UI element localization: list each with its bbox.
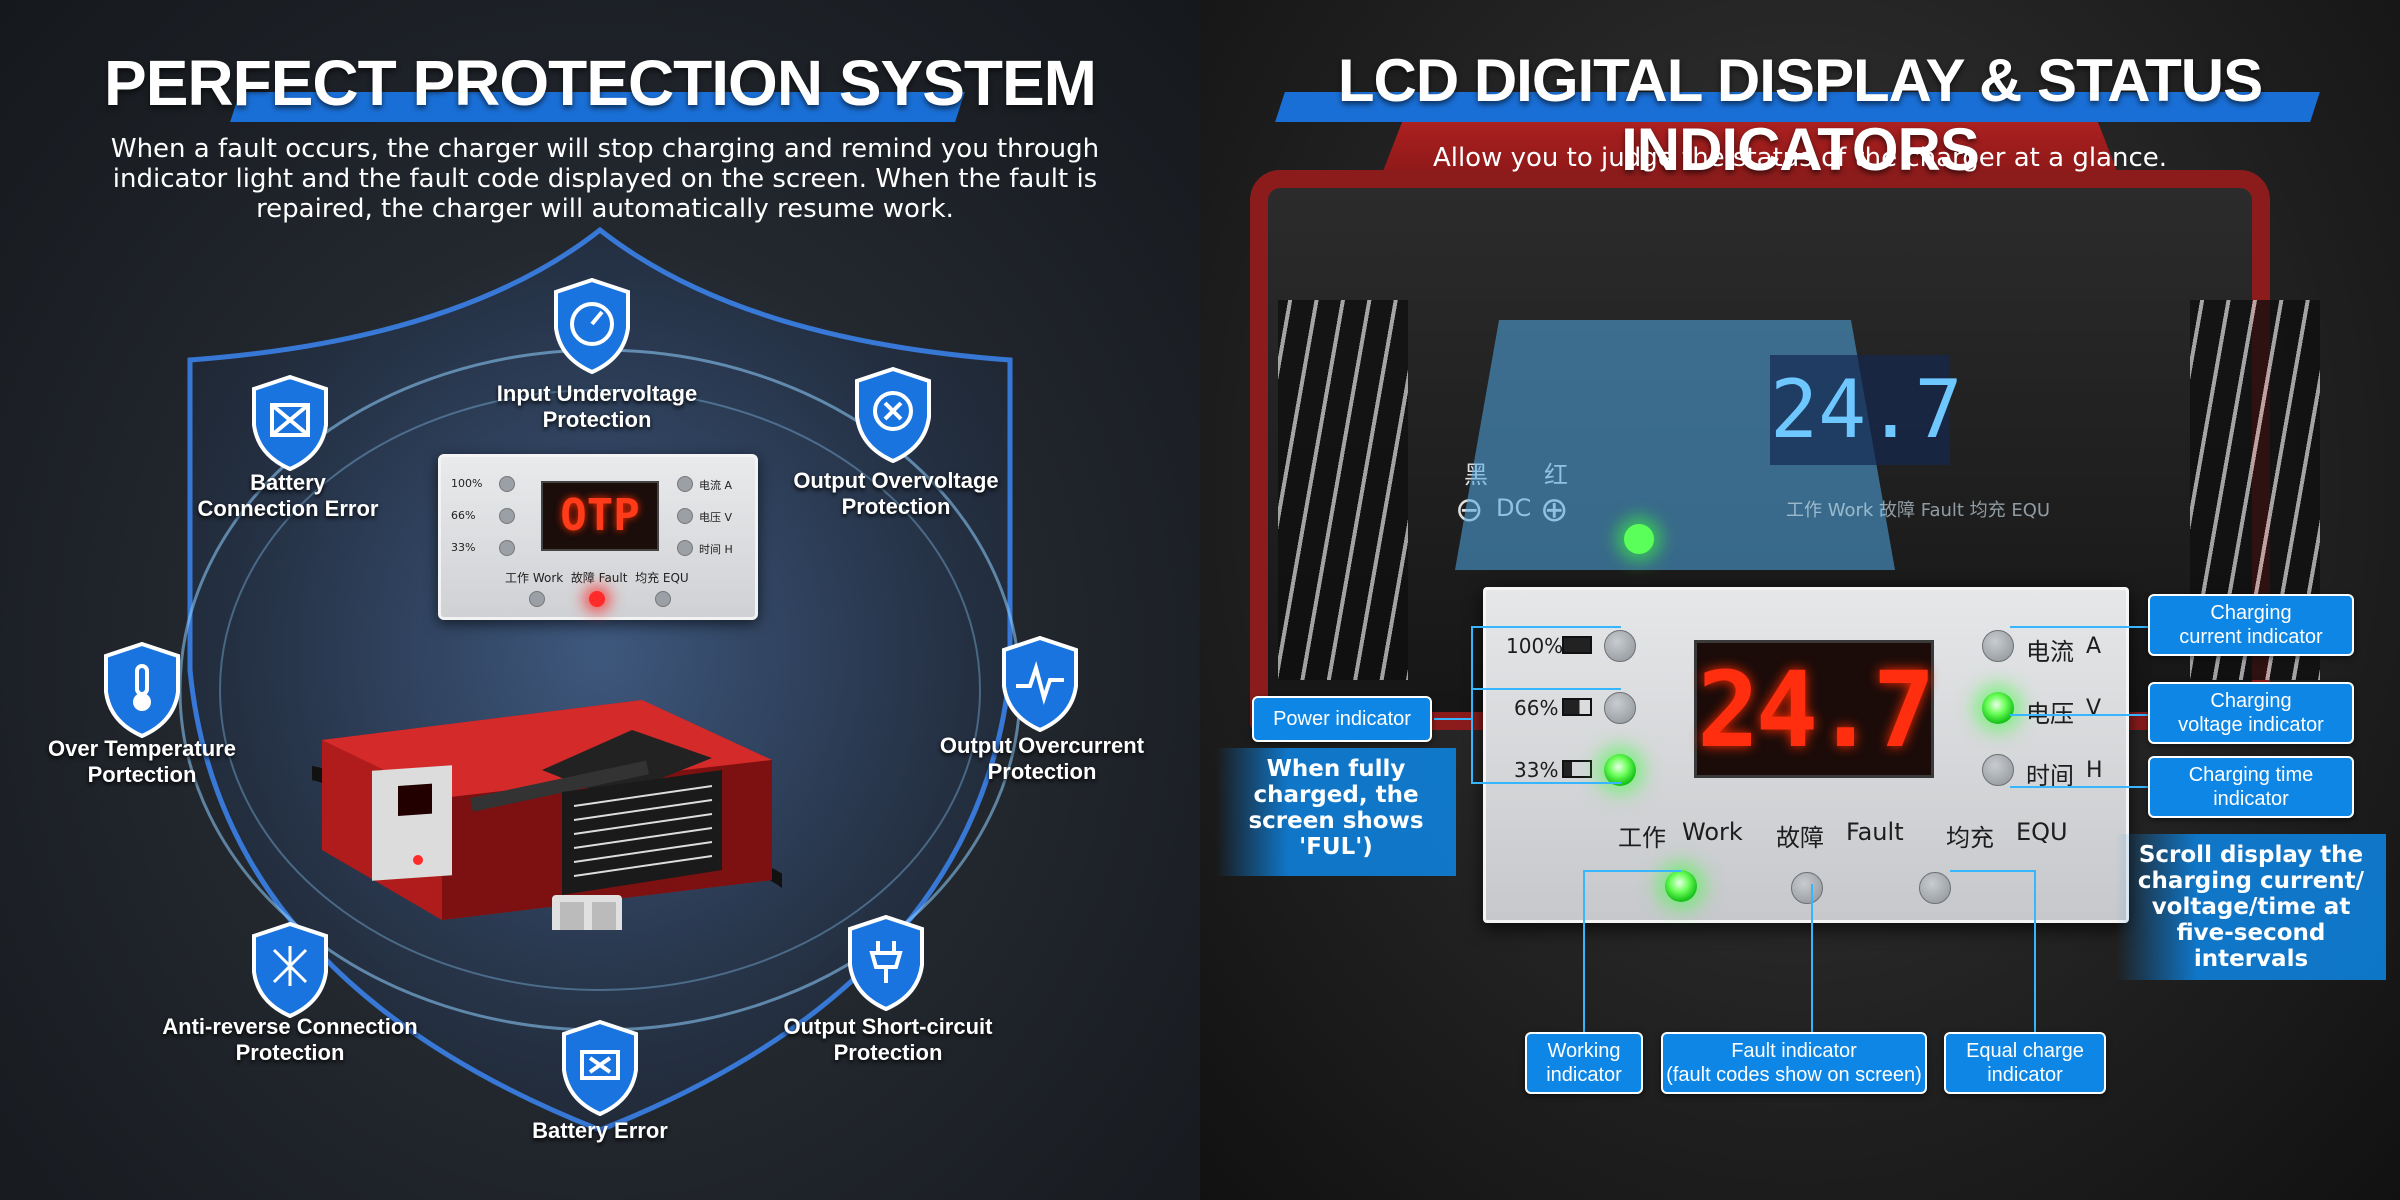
led-fault bbox=[1791, 872, 1823, 904]
power-bracket-top bbox=[1471, 626, 1621, 628]
led-time bbox=[1982, 754, 2014, 786]
description: When a fault occurs, the charger will st… bbox=[110, 134, 1100, 224]
feature-battery-error: Battery Error bbox=[532, 1118, 668, 1143]
reflection-work-led bbox=[1624, 524, 1654, 554]
x-circle-icon bbox=[855, 367, 931, 463]
mini-led-33 bbox=[499, 540, 515, 556]
charger-device-illustration bbox=[312, 700, 782, 930]
mini-led-h bbox=[677, 540, 693, 556]
pct-100-label: 100% bbox=[1506, 634, 1564, 658]
equ-cn-label: 均充 bbox=[1946, 824, 1994, 852]
mini-row-a: 电流 A bbox=[699, 479, 733, 492]
page-title: PERFECT PROTECTION SYSTEM bbox=[104, 47, 1097, 119]
left-vents-graphic bbox=[1278, 300, 1408, 680]
work-cn-label: 工作 bbox=[1618, 824, 1666, 852]
fault-cn-label: 故障 bbox=[1776, 824, 1824, 852]
mini-lcd-panel: 100% 66% 33% OTP 电流 A 电压 V 时间 H 工作 Work … bbox=[438, 454, 758, 620]
mini-led-66 bbox=[499, 508, 515, 524]
current-label: 电流 bbox=[2026, 638, 2074, 666]
work-connector-h bbox=[1583, 870, 1681, 872]
mini-led-equ bbox=[655, 591, 671, 607]
power-bracket-mid bbox=[1471, 688, 1621, 690]
power-connector bbox=[1434, 718, 1472, 720]
battery-x-icon bbox=[562, 1020, 638, 1116]
voltage-connector bbox=[2010, 714, 2148, 716]
mini-bottom-labels: 工作 Work 故障 Fault 均充 EQU bbox=[505, 571, 689, 585]
main-lcd-panel: 100% 66% 33% 24.7 电流 A 电压 V 时间 H 工作 Work… bbox=[1483, 587, 2129, 923]
current-connector bbox=[2010, 626, 2148, 628]
mini-pct-66: 66% bbox=[451, 509, 476, 522]
power-bracket-bot bbox=[1471, 782, 1621, 784]
reflection-display: 24.7 bbox=[1770, 355, 1963, 465]
mini-led-100 bbox=[499, 476, 515, 492]
mini-led-fault bbox=[589, 591, 605, 607]
mini-led-v bbox=[677, 508, 693, 524]
mini-row-h: 时间 H bbox=[699, 543, 733, 556]
fault-indicator-callout: Fault indicator(fault codes show on scre… bbox=[1661, 1032, 1927, 1094]
equ-connector-h bbox=[1950, 870, 2035, 872]
equ-en-label: EQU bbox=[2016, 818, 2068, 846]
power-bracket-vert bbox=[1471, 626, 1473, 784]
mini-led-a bbox=[677, 476, 693, 492]
battery-low-icon bbox=[1562, 760, 1592, 778]
time-connector bbox=[2010, 786, 2148, 788]
fault-en-label: Fault bbox=[1846, 818, 1904, 846]
lcd-display: 24.7 bbox=[1694, 640, 1935, 778]
work-en-label: Work bbox=[1682, 818, 1743, 846]
work-connector-v bbox=[1583, 870, 1585, 1032]
led-33 bbox=[1604, 754, 1636, 786]
voltage-unit: V bbox=[2086, 696, 2102, 721]
led-equ bbox=[1919, 872, 1951, 904]
mini-led-work bbox=[529, 591, 545, 607]
led-current bbox=[1982, 630, 2014, 662]
battery-full-icon bbox=[1562, 636, 1592, 654]
protection-panel: PERFECT PROTECTION SYSTEM When a fault o… bbox=[0, 0, 1200, 1200]
power-note: When fully charged, the screen shows 'FU… bbox=[1216, 748, 1456, 876]
mini-pct-33: 33% bbox=[451, 541, 476, 554]
arrows-icon bbox=[252, 922, 328, 1018]
gauge-icon bbox=[554, 278, 630, 374]
plug-icon bbox=[848, 915, 924, 1011]
mini-pct-100: 100% bbox=[451, 477, 483, 490]
shield-outline-graphic bbox=[178, 226, 1022, 1133]
mini-lcd-display: OTP bbox=[541, 481, 659, 551]
cross-box-icon bbox=[252, 375, 328, 471]
equ-connector-v bbox=[2034, 870, 2036, 1032]
time-label: 时间 bbox=[2026, 762, 2074, 790]
spike-icon bbox=[1002, 636, 1078, 732]
led-voltage bbox=[1982, 692, 2014, 724]
page-title: LCD DIGITAL DISPLAY & STATUS INDICATORS bbox=[1337, 47, 2263, 183]
power-indicator-callout: Power indicator bbox=[1252, 696, 1432, 742]
battery-mid-icon bbox=[1562, 698, 1592, 716]
led-work bbox=[1665, 870, 1697, 902]
led-66 bbox=[1604, 692, 1636, 724]
time-unit: H bbox=[2086, 758, 2103, 783]
mini-row-v: 电压 V bbox=[699, 511, 733, 524]
subtitle: Allow you to judge the status of the cha… bbox=[1432, 143, 2168, 173]
pct-33-label: 33% bbox=[1514, 758, 1559, 782]
led-100 bbox=[1604, 630, 1636, 662]
scroll-note: Scroll display the charging current/ vol… bbox=[2116, 834, 2386, 980]
thermometer-icon bbox=[104, 642, 180, 738]
current-unit: A bbox=[2086, 634, 2102, 659]
fault-connector-v bbox=[1811, 884, 1813, 1032]
voltage-label: 电压 bbox=[2026, 700, 2074, 728]
reflection-bottom-labels: 工作 Work 故障 Fault 均充 EQU bbox=[1786, 500, 2051, 521]
pct-66-label: 66% bbox=[1514, 696, 1559, 720]
